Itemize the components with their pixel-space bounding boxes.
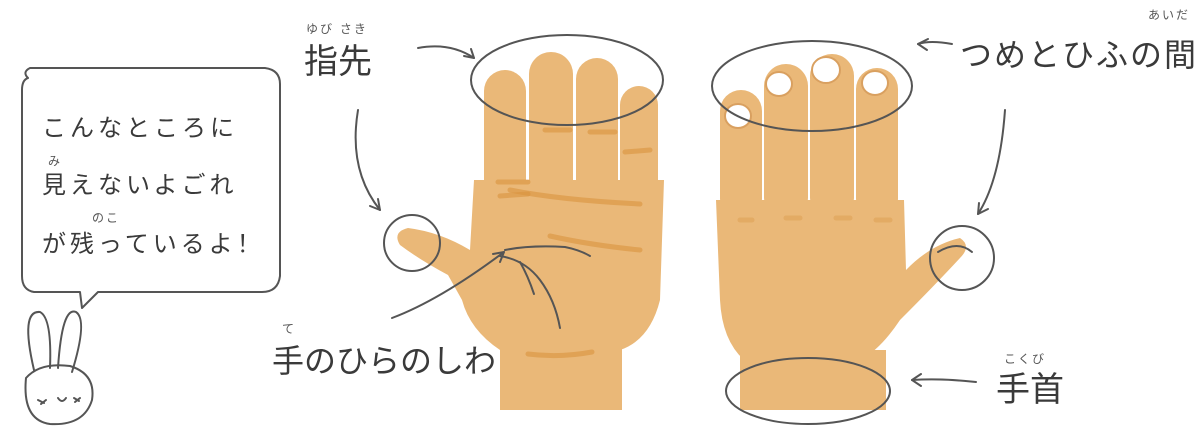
arrow-wrist — [911, 378, 977, 383]
label-fingertip-ruby: ゆび さき — [306, 22, 368, 36]
back-hand — [711, 40, 995, 425]
palm-hand — [383, 34, 664, 410]
label-wrist-ruby: こくび — [1004, 352, 1047, 366]
arrows — [354, 38, 1006, 387]
label-palm-ruby: て — [282, 322, 297, 336]
fingertip-circle — [470, 34, 664, 126]
thumb-tip-circle — [383, 214, 441, 272]
arrow-back-thumb — [977, 109, 1006, 215]
bubble-line-3: が残っているよ！ — [42, 230, 265, 258]
label-between-nail-skin: つめとひふの間 — [960, 36, 1199, 74]
ruby-noko: のこ — [92, 211, 121, 225]
arrow-palm — [391, 251, 505, 319]
speech-bubble — [21, 67, 281, 309]
rabbit-icon — [24, 310, 94, 426]
back-thumb-circle — [929, 225, 995, 291]
label-palm-wrinkles: 手のひらのしわ — [272, 342, 497, 380]
ruby-mi: み — [48, 154, 63, 168]
arrow-fingertip — [417, 45, 475, 59]
nail-skin-circle — [711, 40, 913, 132]
bubble-line-2: 見えないよごれ — [42, 171, 238, 199]
label-wrist: 手首 — [996, 370, 1064, 410]
arrow-to-thumb — [354, 109, 381, 211]
label-fingertip: 指先 — [304, 42, 372, 82]
wrist-circle — [725, 357, 891, 425]
bubble-line-1: こんなところに — [42, 114, 238, 142]
label-nail-skin-ruby: あいだ — [1148, 8, 1191, 22]
